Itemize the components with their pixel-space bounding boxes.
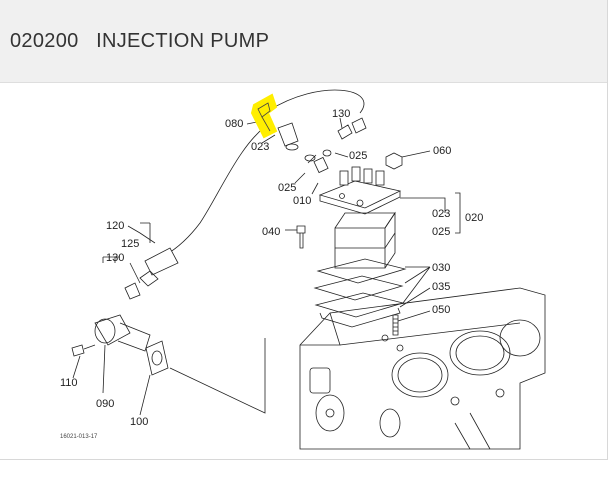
highlighted-part-080[interactable] xyxy=(250,93,278,139)
part-label-035[interactable]: 035 xyxy=(432,281,450,293)
part-label-030[interactable]: 030 xyxy=(432,262,450,274)
part-label-125[interactable]: 125 xyxy=(121,238,139,250)
section-code: 020200 xyxy=(10,30,79,52)
part-label-130[interactable]: 130 xyxy=(106,252,124,264)
part-label-040[interactable]: 040 xyxy=(262,226,280,238)
section-title: 020200 INJECTION PUMP xyxy=(10,30,269,53)
part-label-130[interactable]: 130 xyxy=(332,108,350,120)
part-label-010[interactable]: 010 xyxy=(293,195,311,207)
drawing-number: 16021-013-17 xyxy=(60,434,98,440)
part-label-025[interactable]: 025 xyxy=(349,150,367,162)
part-label-023[interactable]: 023 xyxy=(432,208,450,220)
parts-diagram-panel: 020200 INJECTION PUMP xyxy=(0,0,608,460)
part-label-025[interactable]: 025 xyxy=(278,182,296,194)
part-label-080[interactable]: 080 xyxy=(225,118,243,130)
section-header: 020200 INJECTION PUMP xyxy=(0,0,607,83)
diagram-drawing: 080 023 130 025 025 010 060 040 023 025 … xyxy=(60,89,546,450)
part-label-090[interactable]: 090 xyxy=(96,398,114,410)
part-label-025[interactable]: 025 xyxy=(432,226,450,238)
part-label-050[interactable]: 050 xyxy=(432,304,450,316)
part-label-100[interactable]: 100 xyxy=(130,416,148,428)
exploded-diagram: 080 023 130 025 025 010 060 040 023 025 … xyxy=(0,83,607,459)
part-label-020[interactable]: 020 xyxy=(465,212,483,224)
part-label-120[interactable]: 120 xyxy=(106,220,124,232)
section-name: INJECTION PUMP xyxy=(96,30,270,52)
part-label-110[interactable]: 110 xyxy=(60,377,78,389)
part-label-060[interactable]: 060 xyxy=(433,145,451,157)
part-label-023[interactable]: 023 xyxy=(251,141,269,153)
